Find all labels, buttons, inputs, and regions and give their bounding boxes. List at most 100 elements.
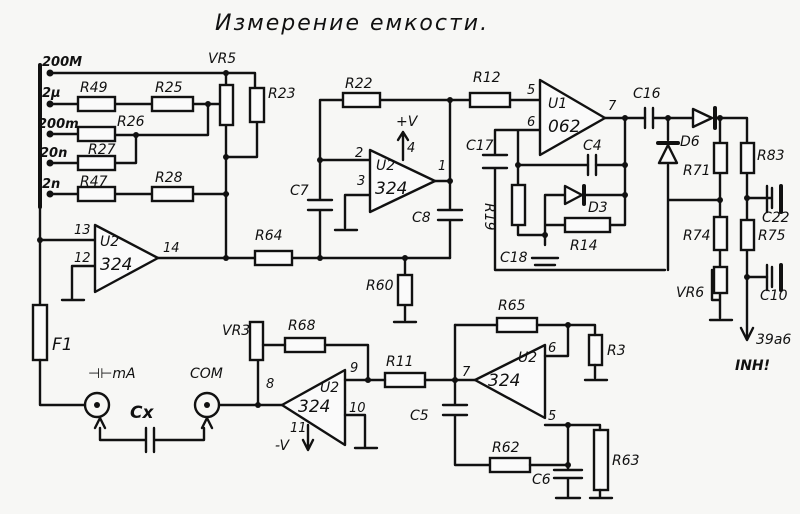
supply-arrow-icon xyxy=(396,130,410,162)
resistor-r22 xyxy=(341,91,382,109)
opamp-d-part: 324 xyxy=(298,397,330,417)
resistor-r14 xyxy=(563,216,612,234)
diode-d3 xyxy=(563,184,584,206)
label-r83: R83 xyxy=(757,148,785,164)
resistor-r65 xyxy=(495,316,539,334)
terminal-ma-label: ⊣⊢mA xyxy=(88,366,136,382)
opamp-a-part: 324 xyxy=(100,255,132,275)
resistor-r23 xyxy=(248,86,266,124)
output-arrow-icon xyxy=(739,326,755,342)
opamp-a-unit: U2 xyxy=(100,234,119,250)
label-r63: R63 xyxy=(612,453,640,469)
label-r22: R22 xyxy=(345,76,373,92)
label-r60: R60 xyxy=(366,278,394,294)
opamp-b-pin3: 3 xyxy=(357,174,365,189)
resistor-r26 xyxy=(76,125,117,143)
opamp-c-part: 062 xyxy=(548,117,580,137)
opamp-u2-324-e xyxy=(473,343,547,420)
resistor-r62 xyxy=(488,456,532,474)
resistor-r3 xyxy=(587,333,604,367)
label-r19: R19 xyxy=(481,203,497,231)
label-c17: C17 xyxy=(466,138,494,154)
opamp-d-supply: -V xyxy=(275,438,290,454)
label-r71: R71 xyxy=(683,163,711,179)
switch-label-20n: 20n xyxy=(40,146,67,161)
label-c16: C16 xyxy=(633,86,661,102)
label-r23: R23 xyxy=(268,86,296,102)
label-c8: C8 xyxy=(412,210,431,226)
label-vr5: VR5 xyxy=(208,51,236,67)
label-r68: R68 xyxy=(288,318,316,334)
label-c5: C5 xyxy=(410,408,429,424)
opamp-d-pin11: 11 xyxy=(290,421,307,436)
opamp-b-supply: +V xyxy=(396,114,419,130)
opamp-b-unit: U2 xyxy=(376,158,395,174)
terminal-com-jack[interactable] xyxy=(193,391,221,419)
label-c10: C10 xyxy=(760,288,788,304)
opamp-d-unit: U2 xyxy=(320,380,339,396)
switch-label-200M: 200M xyxy=(42,55,82,70)
opamp-a-pin13: 13 xyxy=(74,223,91,238)
terminal-ma-jack[interactable] xyxy=(83,391,111,419)
resistor-r19 xyxy=(510,183,527,227)
switch-label-200m: 200m xyxy=(38,117,79,132)
resistor-r11 xyxy=(383,371,427,389)
label-r62: R62 xyxy=(492,440,520,456)
schematic-title: Измерение емкости. xyxy=(215,11,489,36)
opamp-b-pin2: 2 xyxy=(355,146,363,161)
opamp-b-pin4: 4 xyxy=(407,141,415,156)
opamp-u2-324-a xyxy=(93,223,160,294)
label-d6: D6 xyxy=(680,134,700,150)
opamp-d-pin8: 8 xyxy=(266,377,274,392)
diode-d6 xyxy=(657,143,679,165)
potentiometer-vr6 xyxy=(712,265,729,295)
potentiometer-vr3 xyxy=(248,320,265,362)
label-r49: R49 xyxy=(80,80,108,96)
label-r75: R75 xyxy=(758,228,786,244)
label-r14: R14 xyxy=(570,238,598,254)
label-d3: D3 xyxy=(588,200,608,216)
opamp-d-pin9: 9 xyxy=(350,361,358,376)
resistor-r83 xyxy=(739,141,756,175)
range-switch: 200M 2μ 200m 20n 2n xyxy=(38,55,82,209)
diode-rectifier xyxy=(691,107,714,129)
opamp-e-unit: U2 xyxy=(518,350,537,366)
label-r74: R74 xyxy=(683,228,711,244)
label-r47: R47 xyxy=(80,174,108,190)
label-r25: R25 xyxy=(155,80,183,96)
opamp-e-pin6: 6 xyxy=(548,341,556,356)
label-c7: C7 xyxy=(290,183,309,199)
opamp-b-pin1: 1 xyxy=(438,159,446,174)
label-c18: C18 xyxy=(500,250,528,266)
label-cx: Cx xyxy=(130,403,154,423)
resistor-r71 xyxy=(712,141,729,175)
resistor-r47 xyxy=(76,185,117,203)
opamp-c-pin7: 7 xyxy=(608,99,617,114)
switch-label-2u: 2μ xyxy=(42,86,61,101)
switch-label-2n: 2n xyxy=(42,177,60,192)
label-f1: F1 xyxy=(52,335,73,355)
output-name: INH! xyxy=(735,358,770,374)
opamp-a-pin14: 14 xyxy=(163,241,180,256)
fuse-f1 xyxy=(31,303,49,362)
capacitor-c4 xyxy=(586,153,598,177)
resistor-r27 xyxy=(76,154,117,172)
label-r27: R27 xyxy=(88,142,116,158)
resistor-r49 xyxy=(76,95,117,113)
opamp-e-part: 324 xyxy=(488,371,520,391)
resistor-r68 xyxy=(283,336,327,354)
opamp-b-part: 324 xyxy=(375,179,407,199)
resistor-r63 xyxy=(592,428,610,492)
opamp-u2-324-b xyxy=(368,148,437,214)
opamp-c-unit: U1 xyxy=(548,96,567,112)
label-vr6: VR6 xyxy=(676,285,704,301)
resistor-r28 xyxy=(150,185,195,203)
opamp-a-pin12: 12 xyxy=(74,251,91,266)
opamp-u2-324-d xyxy=(280,368,347,447)
label-r11: R11 xyxy=(386,354,414,370)
label-r12: R12 xyxy=(473,70,501,86)
opamp-e-pin7: 7 xyxy=(462,365,471,380)
opamp-e-pin5: 5 xyxy=(548,409,556,424)
label-c6: C6 xyxy=(532,472,551,488)
